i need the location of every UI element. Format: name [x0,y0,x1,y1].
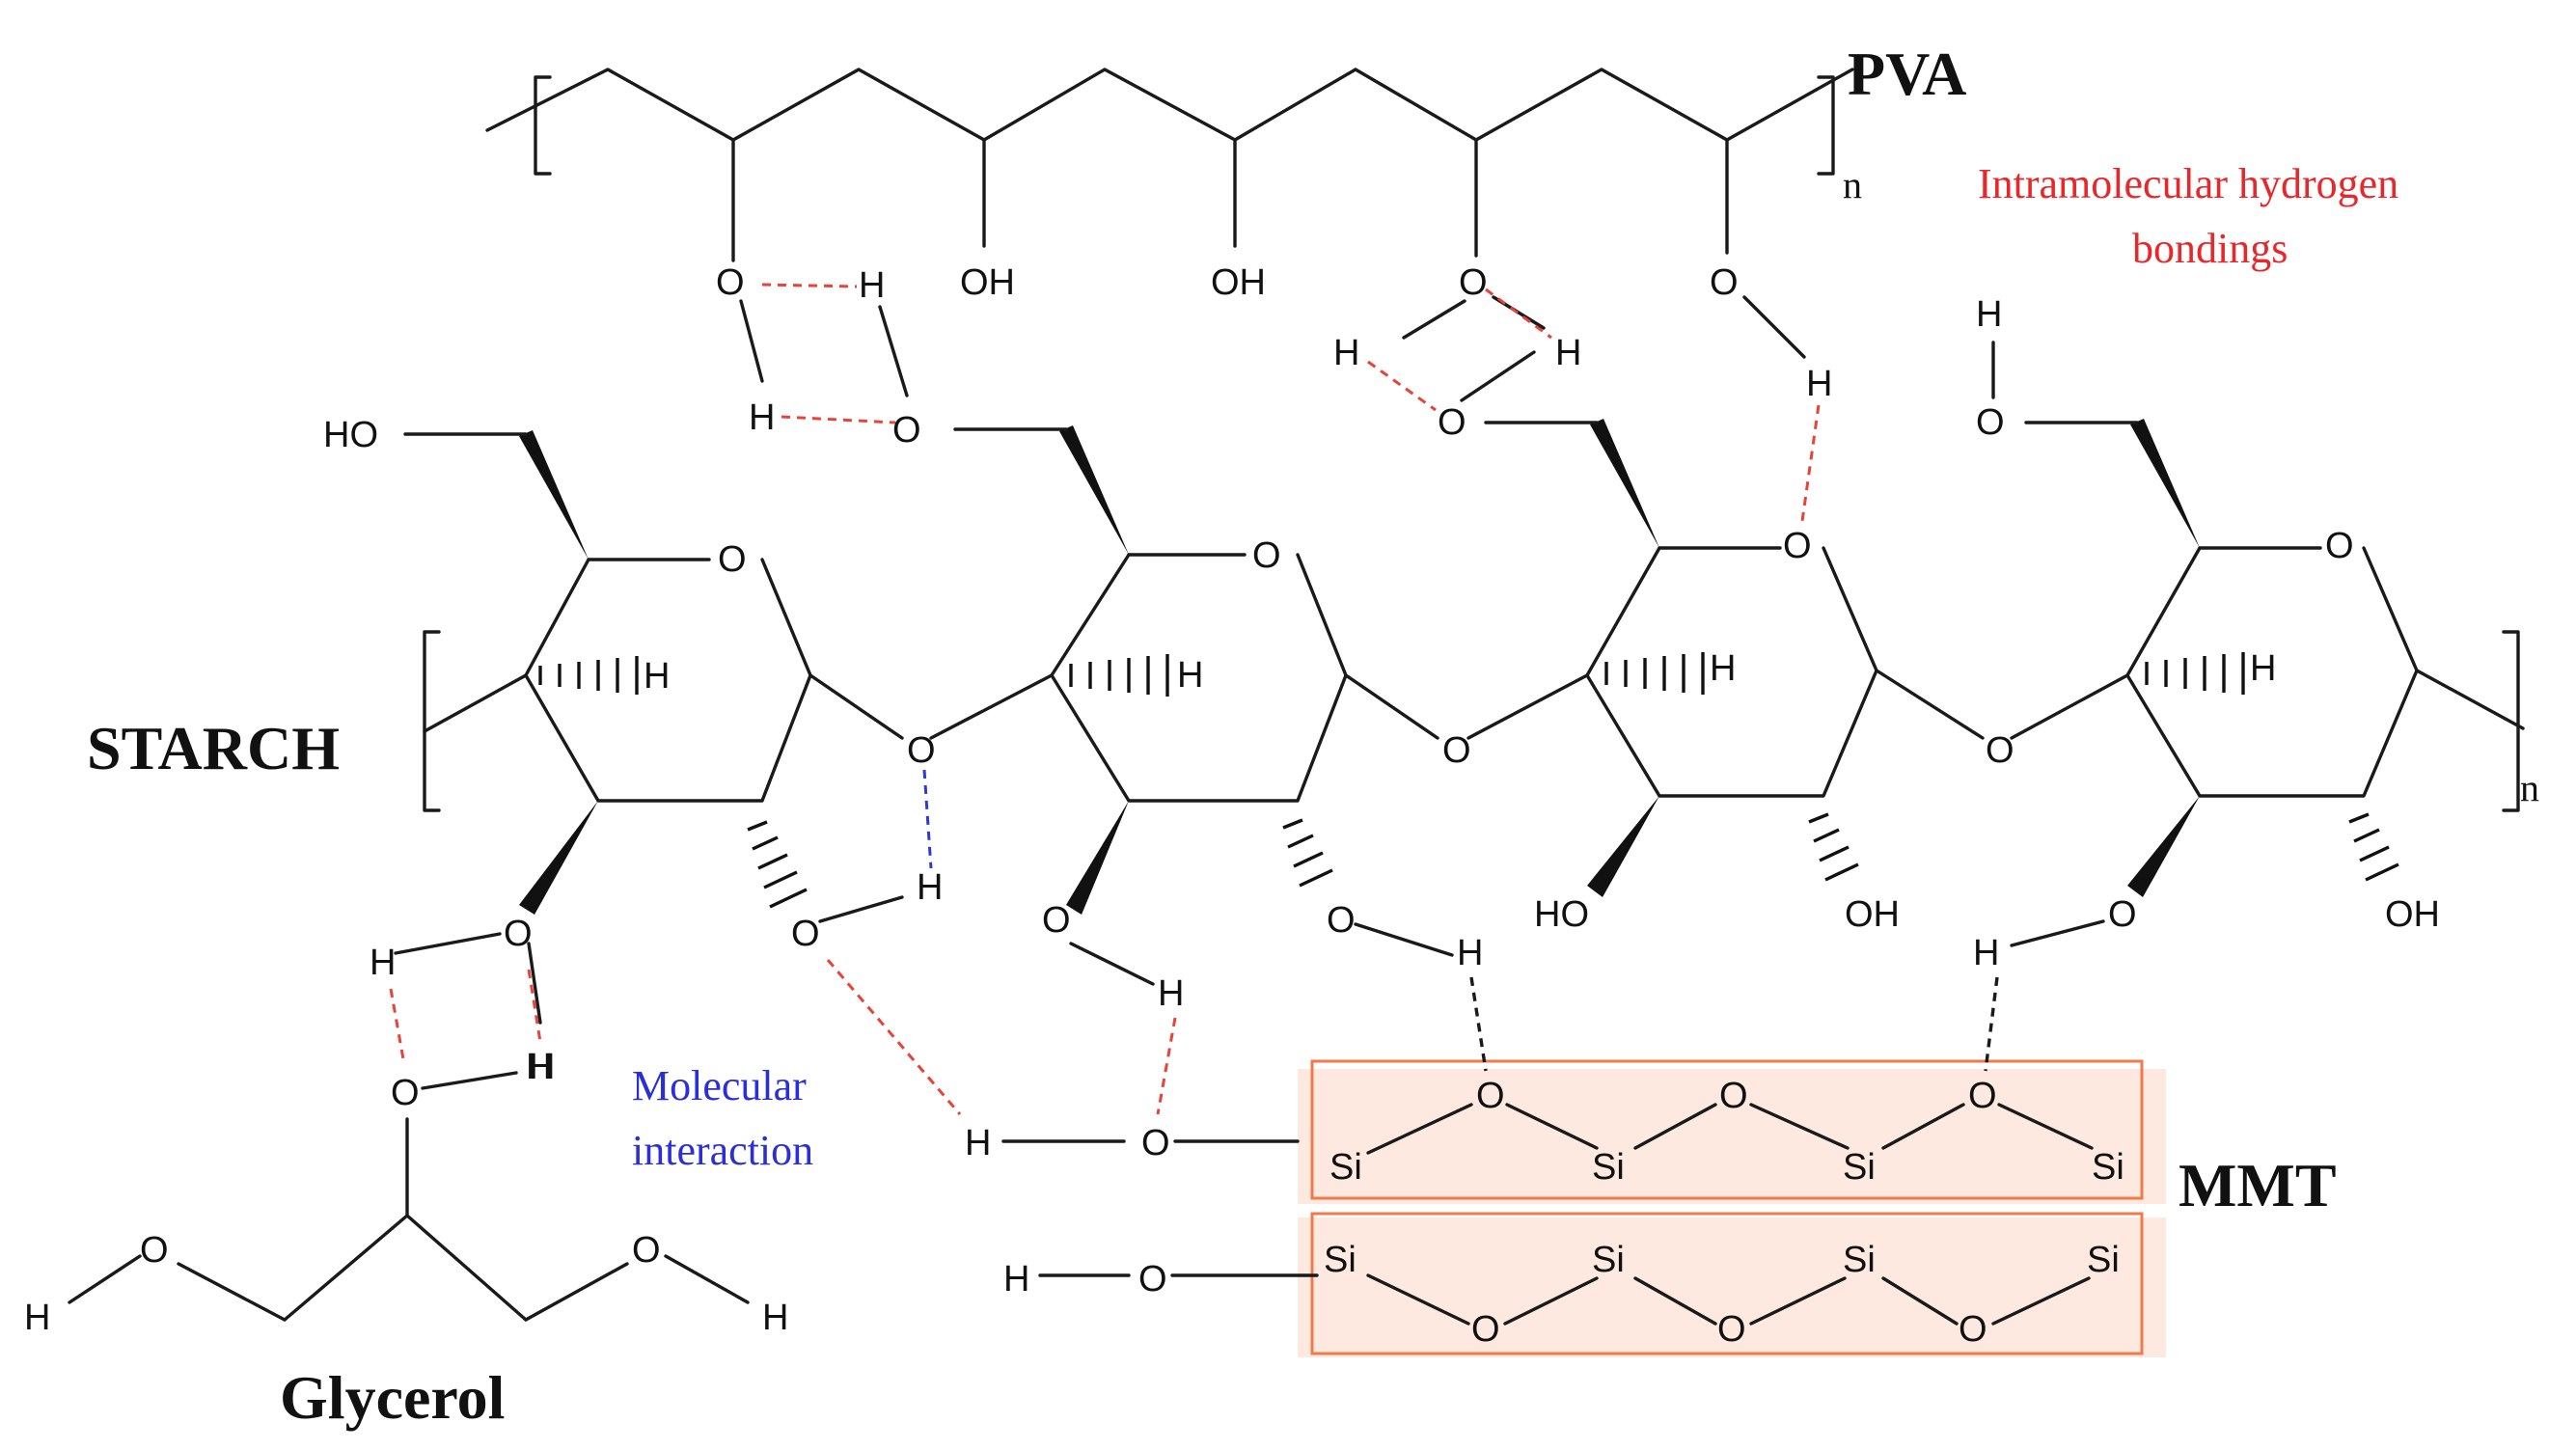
atom-o: O [1459,262,1488,303]
atom-o: O [1719,1076,1748,1116]
atom-o: O [892,410,921,451]
atom-o: O [1959,1309,1987,1350]
atom-si: Si [1324,1240,1357,1280]
atom-h: H [917,867,943,908]
atom-h: H [1710,648,1736,689]
atom-o: O [140,1230,169,1271]
atom-h: H [749,397,775,438]
pva-label: PVA [1848,40,1966,108]
ring-oxygen: O [2325,526,2354,566]
atom-o: O [1141,1123,1170,1163]
starch-label: STARCH [87,714,340,782]
atom-o: O [1968,1076,1997,1116]
atom-o: O [1976,402,2005,443]
atom-h: H [1003,1259,1029,1300]
atom-oh: OH [1211,262,1266,303]
starch-right-bracket [2502,630,2520,812]
ring-oxygen: O [1783,526,1812,566]
atom-o: O [1042,900,1071,941]
pva-chain: O OH OH O O PVA n [485,40,1966,303]
atom-oh: OH [1845,894,1900,935]
atom-o: O [1327,900,1356,941]
atom-o: O [1476,1076,1505,1116]
atom-h: H [529,1047,555,1087]
atom-o: O [1710,262,1739,303]
mmt-clay: Si O Si O Si O Si H O Si O Si O Si O Si … [965,1059,2337,1357]
atom-h: H [370,943,396,983]
glycosidic-oxygen: O [1986,730,2014,771]
molecular-annotation-line2: interaction [632,1127,813,1174]
atom-oh: OH [2385,894,2440,935]
pva-left-bracket [534,75,552,176]
pva-right-bracket [1817,75,1835,176]
atom-si: Si [1592,1240,1625,1280]
molecular-interaction-bond [922,769,933,869]
atom-ho: HO [323,415,378,455]
starch-chain: STARCH n O O HO H O [87,294,2539,954]
mmt-lower-layer-box [1310,1212,2144,1355]
starch-repeat-n: n [2520,766,2539,809]
atom-si: Si [1592,1147,1625,1188]
pva-hydrogens: H H H H [739,295,1832,438]
clay-hydrogen-bonds [1469,976,1999,1072]
atom-o: O [632,1230,661,1271]
atom-o: O [716,262,745,303]
atom-si: Si [1329,1147,1362,1188]
starch-bottom-hydrogens: H H H H H H [370,867,2105,1087]
atom-h: H [526,1047,552,1087]
atom-h: H [1973,933,1999,973]
atom-h: H [762,1298,788,1338]
glycerol: O H O O H H Glycerol [24,1047,788,1432]
starch-top-hydrogens: H [859,265,1536,402]
atom-si: Si [2087,1240,2120,1280]
starch-left-bracket [423,630,441,812]
ring-oxygen: O [718,539,747,580]
atom-oh: OH [960,262,1015,303]
atom-h: H [24,1298,50,1338]
intramolecular-annotation-line2: bondings [2132,225,2288,272]
atom-si: Si [2092,1147,2124,1188]
atom-h: H [1333,333,1359,373]
pva-backbone [485,68,1854,142]
atom-h: H [1555,333,1581,373]
mmt-upper-layer-box [1310,1059,2144,1200]
atom-o: O [1438,402,1466,443]
atom-o: O [1717,1309,1746,1350]
atom-h: H [1806,364,1832,404]
glycosidic-oxygen: O [1442,730,1471,771]
ring-oxygen: O [1252,535,1281,576]
atom-h: H [859,265,885,306]
atom-oh: HO [1534,894,1589,935]
atom-h: H [1158,973,1184,1014]
glycerol-label: Glycerol [280,1363,505,1432]
atom-o: O [1138,1259,1167,1300]
atom-h: H [2250,648,2276,689]
molecular-annotation-line1: Molecular [632,1062,807,1109]
atom-h: H [644,656,670,697]
intramolecular-annotation-line1: Intramolecular hydrogen [1978,160,2398,207]
atom-h: H [1976,294,2002,335]
atom-o: O [791,914,820,954]
pva-repeat-n: n [1843,163,1862,206]
atom-si: Si [1843,1240,1876,1280]
mmt-label: MMT [2179,1151,2337,1219]
atom-h: H [965,1123,991,1163]
atom-si: Si [1843,1147,1876,1188]
intramolecular-hydrogen-bonds [389,283,1821,1115]
atom-h: H [1457,933,1483,973]
atom-o: O [391,1073,420,1113]
atom-h: H [1177,655,1203,696]
atom-o: O [1471,1309,1500,1350]
atom-o: O [2108,894,2137,935]
atom-o: O [504,914,533,954]
